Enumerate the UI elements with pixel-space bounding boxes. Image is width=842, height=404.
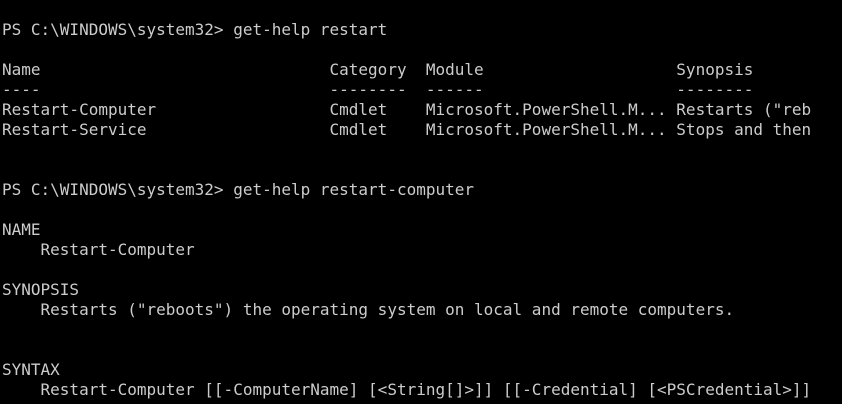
table-row: Restart-Service Cmdlet Microsoft.PowerSh… (2, 120, 812, 139)
table-row: Restart-Computer Cmdlet Microsoft.PowerS… (2, 100, 812, 119)
section-text-syntax: Restart-Computer [[-ComputerName] [<Stri… (2, 380, 812, 399)
section-heading-synopsis: SYNOPSIS (2, 280, 80, 299)
command-line-get-help-restart: PS C:\WINDOWS\system32> get-help restart (2, 20, 388, 39)
section-text-name: Restart-Computer (2, 240, 195, 259)
section-heading-syntax: SYNTAX (2, 360, 60, 379)
section-text-synopsis: Restarts ("reboots") the operating syste… (2, 300, 735, 319)
table-header-underline: ---- -------- ------ -------- (2, 80, 754, 99)
command-line-get-help-restart-computer: PS C:\WINDOWS\system32> get-help restart… (2, 180, 475, 199)
section-heading-name: NAME (2, 220, 41, 239)
table-header: Name Category Module Synopsis (2, 60, 754, 79)
